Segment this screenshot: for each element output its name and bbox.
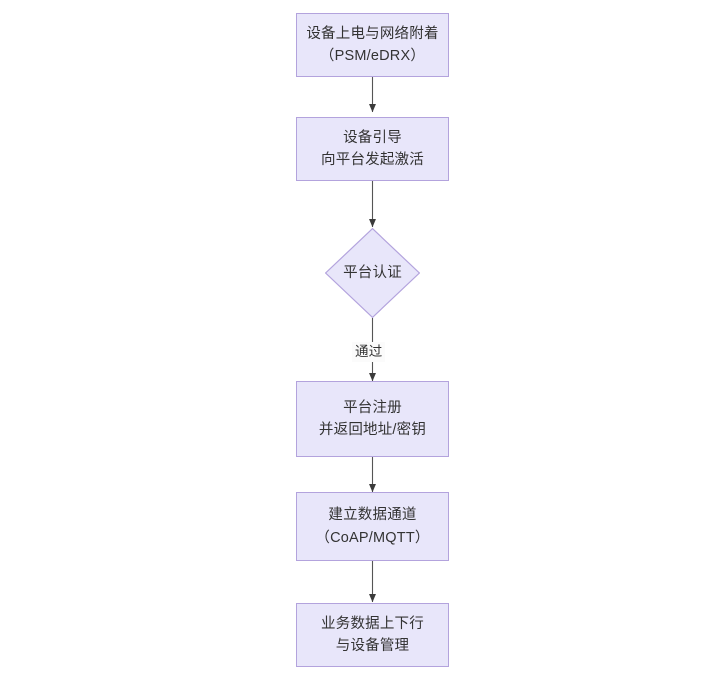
diamond-shape [325, 228, 420, 318]
node-establish-data-channel[interactable]: 建立数据通道 （CoAP/MQTT） [296, 492, 449, 561]
node-line: 平台认证 [343, 264, 402, 281]
node-device-bootstrap[interactable]: 设备引导 向平台发起激活 [296, 117, 449, 181]
node-line: 与设备管理 [335, 638, 410, 654]
node-platform-registration[interactable]: 平台注册 并返回地址/密钥 [296, 381, 449, 457]
node-platform-authentication[interactable]: 平台认证 [325, 228, 420, 318]
node-line: 并返回地址/密钥 [318, 422, 427, 438]
node-line: 建立数据通道 [328, 507, 417, 524]
node-line: （CoAP/MQTT） [315, 529, 430, 546]
edge-label-pass: 通过 [352, 342, 386, 362]
node-line: 业务数据上下行 [321, 615, 424, 632]
node-line: 设备引导 [343, 129, 402, 146]
node-line: （PSM/eDRX） [319, 48, 426, 64]
node-line: 向平台发起激活 [321, 152, 424, 168]
node-business-data-and-device-management[interactable]: 业务数据上下行 与设备管理 [296, 603, 449, 667]
node-device-power-on[interactable]: 设备上电与网络附着 （PSM/eDRX） [296, 13, 449, 77]
node-line: 平台注册 [343, 399, 402, 416]
node-line: 设备上电与网络附着 [306, 25, 439, 42]
